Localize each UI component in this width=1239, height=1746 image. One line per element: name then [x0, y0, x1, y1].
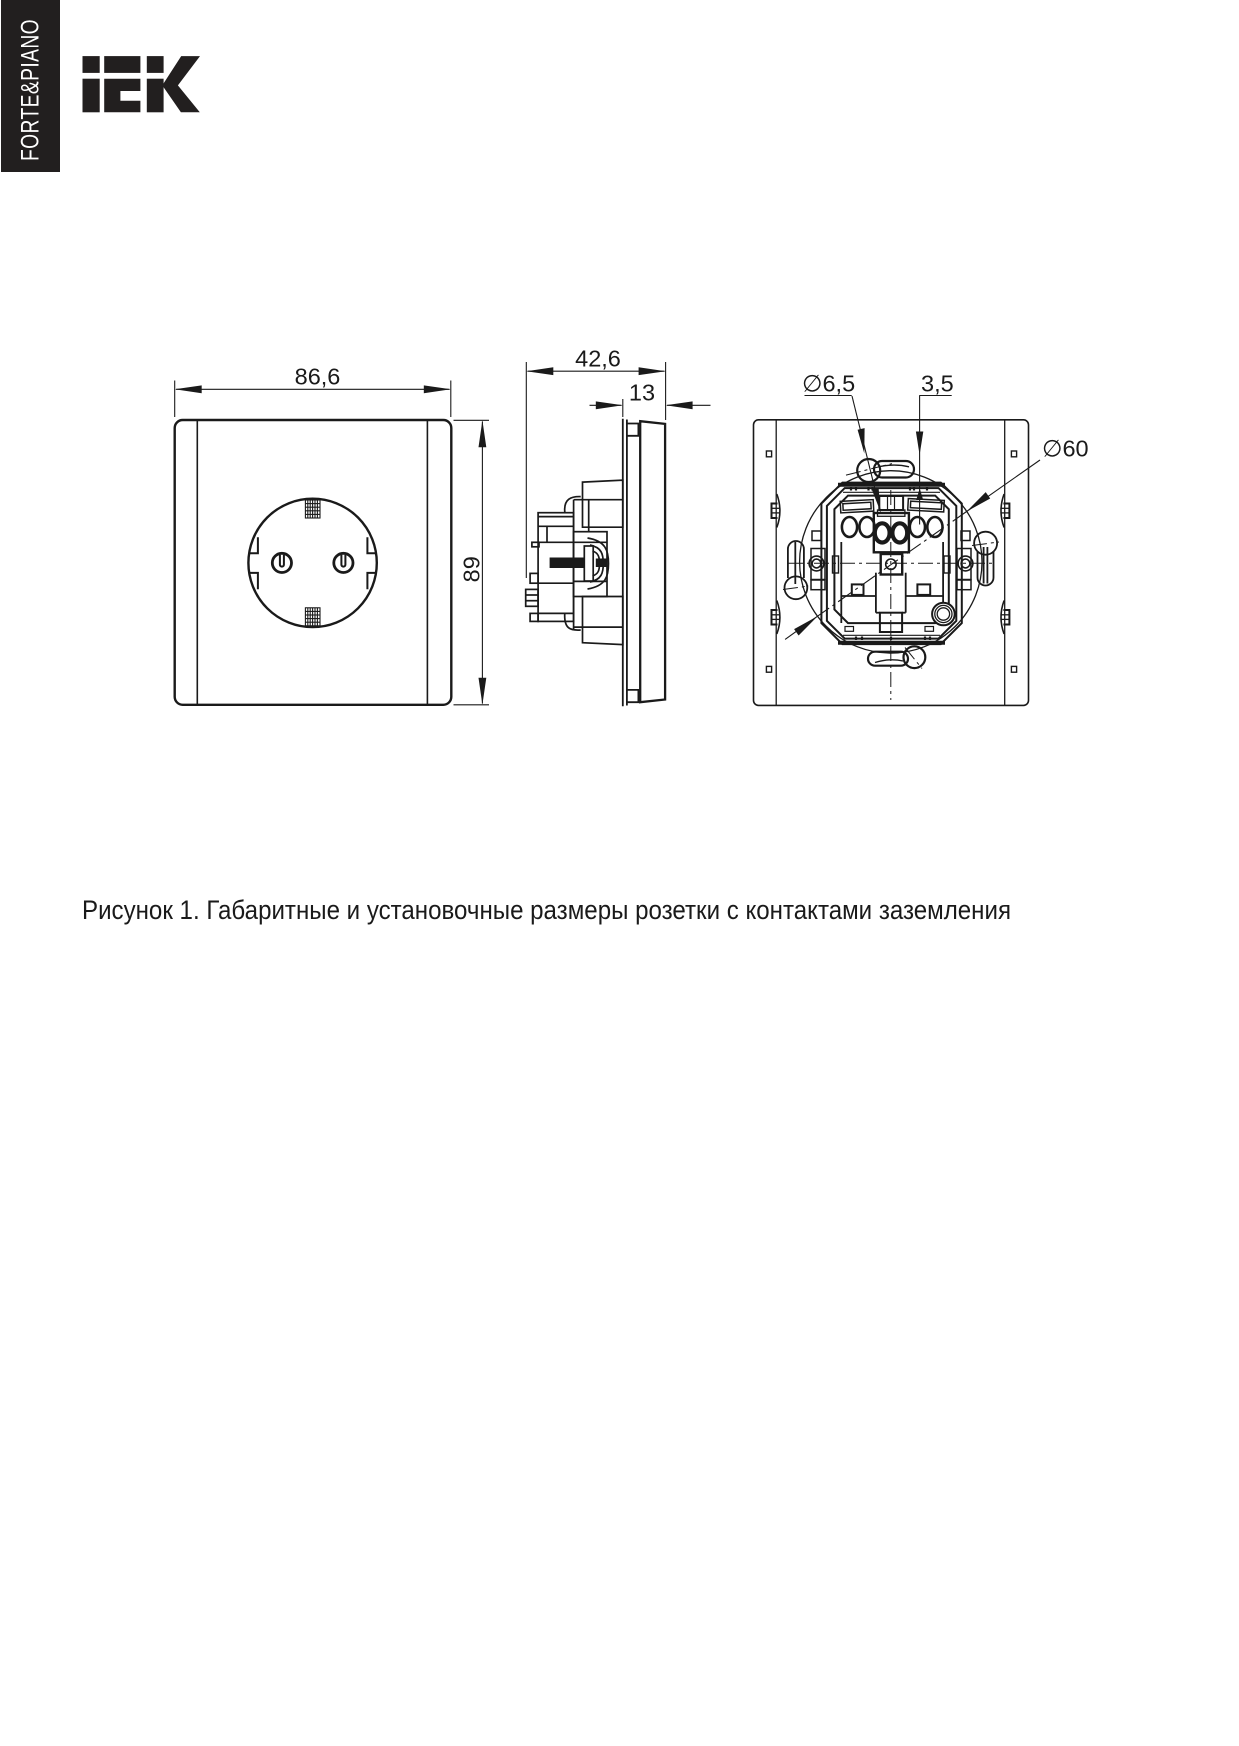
svg-text:3,5: 3,5: [921, 371, 954, 397]
svg-text:42,6: 42,6: [575, 346, 621, 372]
svg-text:86,6: 86,6: [295, 364, 341, 390]
svg-text:89: 89: [459, 556, 485, 582]
svg-text:∅6,5: ∅6,5: [802, 371, 855, 397]
svg-text:FORTE&PIANO: FORTE&PIANO: [17, 19, 45, 161]
svg-text:13: 13: [629, 380, 655, 406]
svg-text:∅60: ∅60: [1042, 436, 1089, 462]
svg-text:Рисунок 1. Габаритные и устано: Рисунок 1. Габаритные и установочные раз…: [82, 895, 1011, 925]
